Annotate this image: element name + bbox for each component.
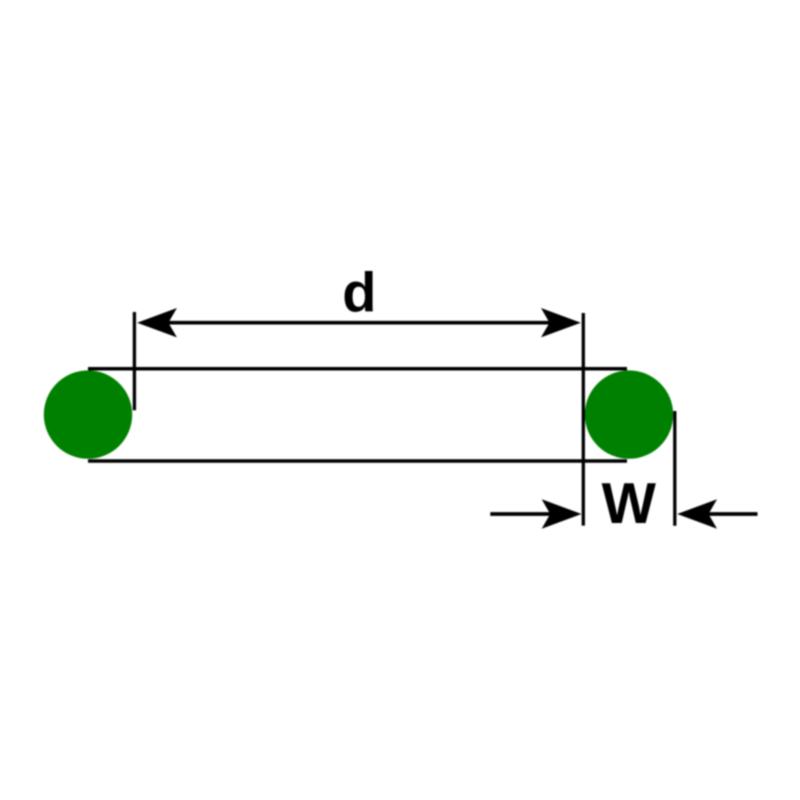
svg-text:W: W [602,472,657,536]
svg-text:d: d [342,260,376,323]
